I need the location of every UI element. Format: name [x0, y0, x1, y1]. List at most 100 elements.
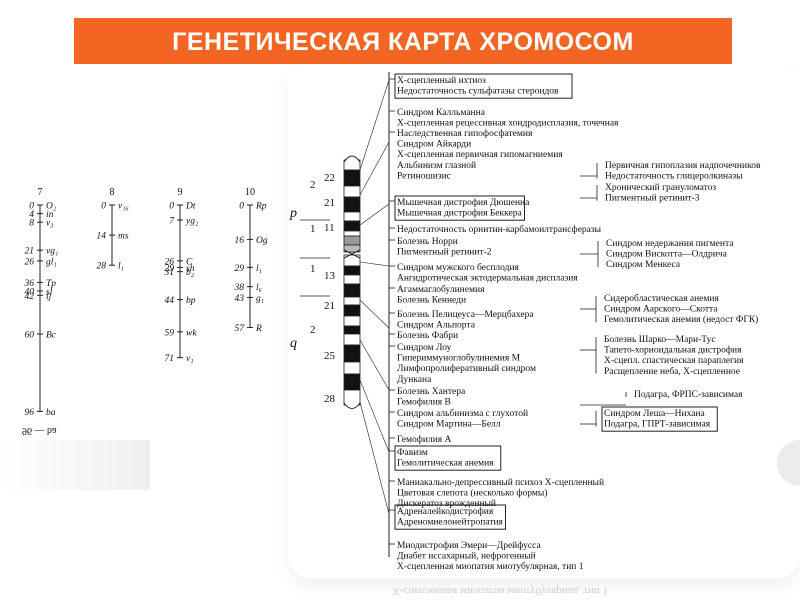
disease-name: Маниакально-депрессивный психоз Х-сцепле… [397, 477, 604, 488]
leader-line [359, 141, 390, 196]
locus-position: 29 [165, 264, 175, 274]
disease-name: Тапето-хориоидальная дистрофия [604, 345, 742, 356]
band-number: 25 [324, 350, 336, 362]
locus-gene: g₁ [256, 294, 264, 304]
locus-gene: sl [46, 288, 53, 298]
title-bar: ГЕНЕТИЧЕСКАЯ КАРТА ХРОМОСОМ [74, 18, 732, 64]
locus-gene: yg₂ [185, 217, 199, 227]
chromosome-band [343, 315, 361, 327]
disease-name: Цветовая слепота (несколько формы) [397, 488, 547, 499]
locus-position: 40 [25, 288, 35, 298]
disease-name: Синдром Леша—Нихана [604, 409, 706, 419]
reflection-text: Х-сцепленная миопатия миотубулярная, тип… [392, 585, 608, 597]
locus-gene: vg₁ [46, 247, 58, 257]
leader-line [359, 299, 390, 329]
highlight-box [394, 73, 573, 99]
disease-name: Фавизм [397, 448, 428, 458]
chromosome-band [343, 230, 361, 237]
locus-gene: wk [186, 328, 197, 338]
disease-name: Синдром Айкарди [397, 139, 471, 150]
locus-position: 14 [97, 232, 107, 242]
disease-name: Подагра, ГПРТ-зависимая [604, 420, 711, 430]
centromere [343, 249, 361, 259]
band-number: 21 [324, 197, 335, 209]
disease-group-left: АдреналейкодистрофияАдреномиелонейтропат… [394, 504, 506, 530]
disease-name: Дункана [397, 375, 432, 385]
band-number: 22 [324, 172, 335, 184]
disease-name: Недостаточность сульфатазы стероидов [397, 86, 559, 97]
disease-name: Подагра, ФРПС-зависимая [634, 390, 743, 400]
locus-gene: R [255, 324, 262, 334]
locus-gene: O₂ [46, 202, 57, 212]
locus-gene: v₁₆ [118, 202, 129, 212]
band-number: 13 [324, 270, 336, 282]
disease-name: Адреналейкодистрофия [397, 506, 494, 517]
locus-gene: sh [186, 264, 195, 274]
disease-name: Гипериммуноглобулинемия М [397, 353, 521, 364]
locus-position: 36 [24, 279, 35, 289]
locus-gene: ms [118, 232, 129, 242]
disease-name: Синдром Менкеса [606, 260, 681, 270]
locus-position: 0 [101, 202, 106, 212]
chromosome-number: 9 [178, 187, 183, 198]
locus-gene: Bc [46, 331, 57, 341]
locus-position: 16 [235, 236, 245, 246]
highlight-box [601, 406, 718, 432]
disease-name: Синдром альбинизма с глухотой [397, 408, 528, 419]
band-number: 21 [324, 300, 335, 312]
chromosome-band [343, 304, 361, 317]
locus-gene: ij [46, 292, 52, 302]
locus-position: 43 [235, 294, 245, 304]
highlight-box [394, 504, 506, 530]
locus-position: 26 [25, 257, 35, 267]
locus-position: 31 [164, 268, 175, 278]
disease-name: Миодистрофия Эмери—Дрейфусса [397, 540, 541, 551]
locus-gene: b₂ [186, 268, 195, 278]
disease-group-left: Синдром мужского бесплодияАнгидротическа… [397, 262, 578, 284]
disease-name: Ангидротическая эктодермальная дисплазия [397, 274, 578, 284]
arm-label-p: p [289, 206, 297, 221]
highlight-box [394, 445, 502, 471]
disease-name: Синдром Калльманна [397, 108, 486, 118]
disease-name: Болезнь Хантера [397, 387, 466, 397]
chromosome-band [343, 296, 361, 306]
chromosome-band [343, 185, 361, 198]
locus-gene: v₁ [186, 354, 194, 364]
disease-name: Адреномиелонейтропатия [397, 517, 504, 528]
locus-position: 0 [169, 202, 174, 212]
region-number: 2 [310, 179, 316, 191]
locus-position: 42 [25, 292, 35, 302]
disease-name: Гемофилия А [397, 434, 452, 445]
locus-gene: l₁ [256, 264, 262, 274]
chromosome-tip [343, 155, 361, 163]
disease-name: Мышечная дистрофия Дюшенна [397, 197, 530, 208]
disease-name: Х-сцепл. спастическая параплегия [604, 356, 744, 366]
disease-name: Синдром Лоу [397, 343, 452, 353]
locus-gene: l₁ [118, 262, 124, 272]
slide-title: ГЕНЕТИЧЕСКАЯ КАРТА ХРОМОСОМ [172, 28, 634, 56]
locus-gene: Rp [255, 202, 267, 212]
locus-position: 21 [25, 247, 35, 257]
locus-gene: Dt [185, 202, 196, 212]
disease-name: Болезнь Фабри [397, 330, 458, 341]
disease-name: Х-сцепленная миопатия миотубулярная, тип… [397, 561, 584, 572]
leader-line [359, 379, 390, 453]
disease-name: Болезнь Пелицеуса—Мерцбахера [397, 309, 534, 320]
chromosome-number: 10 [245, 187, 255, 198]
disease-name: Болезнь Шарко—Мари-Тус [604, 335, 716, 345]
disease-name: Синдром Аарского—Скотта [604, 305, 718, 315]
chromosome-band [343, 211, 361, 222]
highlight-box [394, 195, 525, 221]
locus-position: 71 [165, 354, 175, 364]
